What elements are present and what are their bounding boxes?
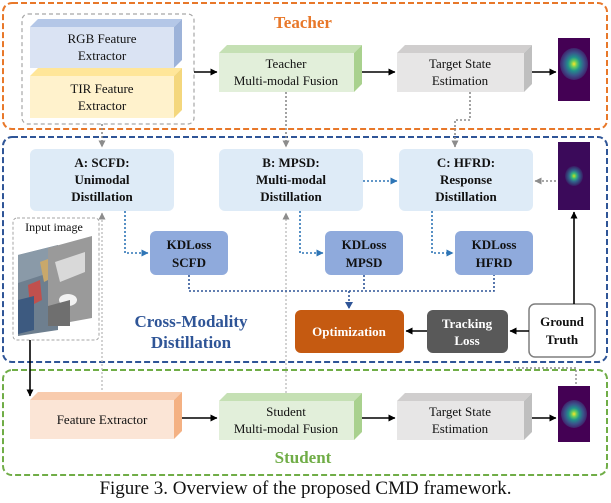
rgb-extractor-line2: Extractor	[78, 48, 127, 63]
student-fusion-line1: Student	[266, 404, 306, 419]
student-title: Student	[275, 448, 332, 467]
distillation-region	[2, 136, 608, 363]
kdloss-mpsd-line1: KDLoss	[342, 237, 387, 252]
tir-extractor-line1: TIR Feature	[70, 81, 133, 96]
hfrd-line1: C: HFRD:	[437, 155, 495, 170]
tracking-loss-line1: Tracking	[442, 316, 493, 331]
optimization-box: Optimization	[295, 310, 404, 353]
arrow-student-map-to-tracking	[515, 367, 577, 384]
arrow-mpsd-to-kdloss	[299, 211, 324, 257]
scfd-line1: A: SCFD:	[74, 155, 129, 170]
tir-feature-extractor: TIR Feature Extractor	[30, 68, 182, 118]
teacher-fusion-line1: Teacher	[266, 56, 308, 71]
student-response-map	[558, 386, 590, 442]
mpsd-line1: B: MPSD:	[262, 155, 319, 170]
kdloss-mpsd-box: KDLoss MPSD	[325, 231, 403, 275]
student-feature-extractor: Feature Extractor	[30, 392, 182, 439]
student-fusion-line2: Multi-modal Fusion	[234, 421, 339, 436]
distillation-title-line2: Distillation	[151, 333, 232, 352]
teacher-target-line1: Target State	[429, 56, 491, 71]
arrow-scfd-to-kdloss	[124, 211, 149, 257]
hfrd-line2: Response	[440, 172, 492, 187]
tracking-loss-box: Tracking Loss	[427, 310, 508, 353]
kdloss-aggregation-line	[188, 275, 495, 308]
teacher-region	[2, 2, 608, 130]
teacher-fusion-line2: Multi-modal Fusion	[234, 73, 339, 88]
rgb-extractor-line1: RGB Feature	[68, 31, 137, 46]
scfd-box: A: SCFD: Unimodal Distillation	[30, 149, 174, 211]
student-region	[2, 369, 608, 476]
arrow-teacher-target-to-hfrd	[451, 92, 471, 148]
kdloss-hfrd-line2: HFRD	[476, 255, 513, 270]
teacher-response-map	[558, 38, 590, 101]
hfrd-line3: Distillation	[435, 189, 497, 204]
student-target-line1: Target State	[429, 404, 491, 419]
teacher-title: Teacher	[274, 13, 332, 32]
ground-truth-box: Ground Truth	[528, 303, 596, 358]
ground-truth-response-map	[558, 142, 590, 210]
cmd-framework-diagram: Teacher Student RGB Feature Extractor TI…	[2, 2, 608, 476]
teacher-target-line2: Estimation	[432, 73, 489, 88]
kdloss-scfd-box: KDLoss SCFD	[150, 231, 228, 275]
mpsd-line2: Multi-modal	[256, 172, 326, 187]
teacher-target-state-box: Target State Estimation	[397, 45, 532, 92]
optimization-arrowhead	[345, 302, 353, 309]
kdloss-hfrd-box: KDLoss HFRD	[455, 231, 533, 275]
kdloss-hfrd-line1: KDLoss	[472, 237, 517, 252]
student-fusion-box: Student Multi-modal Fusion	[219, 393, 362, 440]
tir-extractor-line2: Extractor	[78, 98, 127, 113]
figure-caption: Figure 3. Overview of the proposed CMD f…	[99, 478, 512, 499]
ground-truth-line2: Truth	[546, 332, 579, 347]
scfd-line3: Distillation	[71, 189, 133, 204]
mpsd-line3: Distillation	[260, 189, 322, 204]
kdloss-scfd-line2: SCFD	[172, 255, 206, 270]
optimization-label: Optimization	[312, 324, 386, 339]
mpsd-box: B: MPSD: Multi-modal Distillation	[219, 149, 363, 211]
rgb-feature-extractor: RGB Feature Extractor	[30, 19, 182, 68]
teacher-extractor-group	[21, 13, 195, 125]
ground-truth-line1: Ground	[540, 314, 585, 329]
student-target-line2: Estimation	[432, 421, 489, 436]
teacher-fusion-box: Teacher Multi-modal Fusion	[219, 45, 362, 92]
input-image-label: Input image	[25, 220, 83, 234]
distillation-title-line1: Cross-Modality	[134, 312, 248, 331]
hfrd-box: C: HFRD: Response Distillation	[399, 149, 533, 211]
student-target-state-box: Target State Estimation	[397, 393, 532, 440]
tracking-loss-line2: Loss	[454, 333, 479, 348]
student-extractor-label: Feature Extractor	[57, 412, 148, 427]
kdloss-mpsd-line2: MPSD	[346, 255, 383, 270]
input-image-tir	[48, 236, 92, 326]
arrow-hfrd-to-kdloss	[431, 211, 454, 257]
scfd-line2: Unimodal	[75, 172, 130, 187]
kdloss-scfd-line1: KDLoss	[167, 237, 212, 252]
